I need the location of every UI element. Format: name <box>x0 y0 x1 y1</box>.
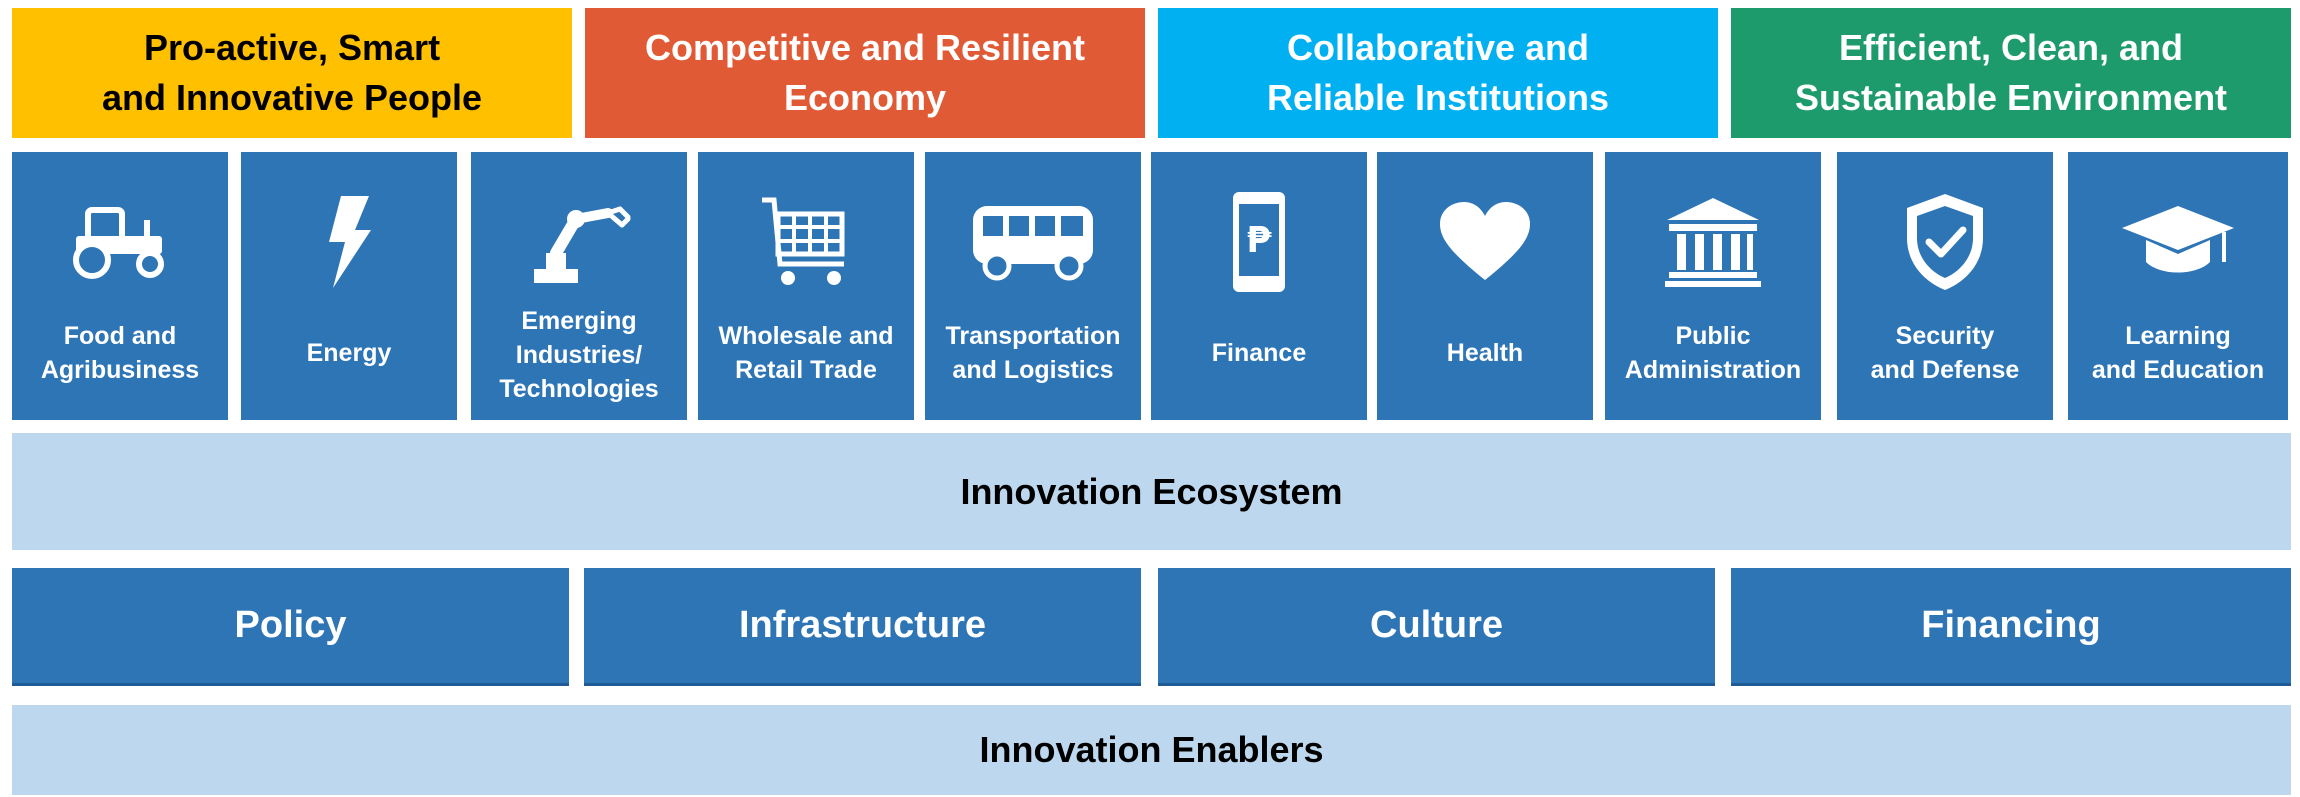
goal-institutions-label: Collaborative and Reliable Institutions <box>1266 27 1610 118</box>
goal-people-label: Pro-active, Smart and Innovative People <box>101 27 483 118</box>
innovation-ecosystem-label: Innovation Ecosystem <box>960 470 1343 512</box>
sector-label: Health <box>1446 339 1524 367</box>
robot-arm-icon <box>471 182 687 302</box>
sector-label: Public Administration <box>1624 322 1802 384</box>
sector-food-agribusiness: Food and Agribusiness <box>12 152 228 420</box>
bus-icon <box>925 182 1141 302</box>
enabler-infrastructure: Infrastructure <box>584 568 1141 686</box>
enabler-culture: Culture <box>1158 568 1715 686</box>
government-building-icon <box>1605 182 1821 302</box>
sector-energy: Energy <box>241 152 457 420</box>
enabler-label: Policy <box>234 604 347 646</box>
goal-economy-label: Competitive and Resilient Economy <box>644 27 1086 118</box>
sector-wholesale-retail: Wholesale and Retail Trade <box>698 152 914 420</box>
sector-emerging-technologies: Emerging Industries/ Technologies <box>471 152 687 420</box>
innovation-enablers-label: Innovation Enablers <box>979 729 1324 770</box>
shopping-cart-icon <box>698 182 914 302</box>
shield-check-icon <box>1837 182 2053 302</box>
enabler-policy: Policy <box>12 568 569 686</box>
innovation-enablers-band: Innovation Enablers <box>12 705 2291 795</box>
sector-public-administration: Public Administration <box>1605 152 1821 420</box>
sector-label: Learning and Education <box>2091 322 2265 384</box>
enabler-label: Infrastructure <box>738 604 987 646</box>
innovation-ecosystem-band: Innovation Ecosystem <box>12 433 2291 550</box>
heart-icon <box>1377 182 1593 302</box>
sector-transportation: Transportation and Logistics <box>925 152 1141 420</box>
goal-people: Pro-active, Smart and Innovative People <box>12 8 572 138</box>
lightning-icon <box>241 182 457 302</box>
sector-label: Transportation and Logistics <box>945 322 1121 384</box>
sector-learning-education: Learning and Education <box>2068 152 2288 420</box>
goal-institutions: Collaborative and Reliable Institutions <box>1158 8 1718 138</box>
sector-health: Health <box>1377 152 1593 420</box>
goal-environment-label: Efficient, Clean, and Sustainable Enviro… <box>1794 27 2228 118</box>
mobile-peso-icon: ₱ <box>1151 182 1367 302</box>
goal-environment: Efficient, Clean, and Sustainable Enviro… <box>1731 8 2291 138</box>
enabler-label: Culture <box>1370 604 1503 646</box>
sector-security-defense: Security and Defense <box>1837 152 2053 420</box>
svg-text:₱: ₱ <box>1246 220 1272 261</box>
graduation-cap-icon <box>2068 182 2288 302</box>
sector-label: Emerging Industries/ Technologies <box>499 307 659 403</box>
sector-label: Food and Agribusiness <box>40 322 200 384</box>
sector-finance: ₱ Finance <box>1151 152 1367 420</box>
enabler-financing: Financing <box>1731 568 2291 686</box>
goal-economy: Competitive and Resilient Economy <box>585 8 1145 138</box>
sector-label: Energy <box>306 339 392 367</box>
sector-label: Finance <box>1211 339 1307 367</box>
sector-label: Security and Defense <box>1870 322 2020 384</box>
sector-label: Wholesale and Retail Trade <box>718 322 894 384</box>
tractor-icon <box>12 182 228 302</box>
enabler-label: Financing <box>1921 604 2101 646</box>
